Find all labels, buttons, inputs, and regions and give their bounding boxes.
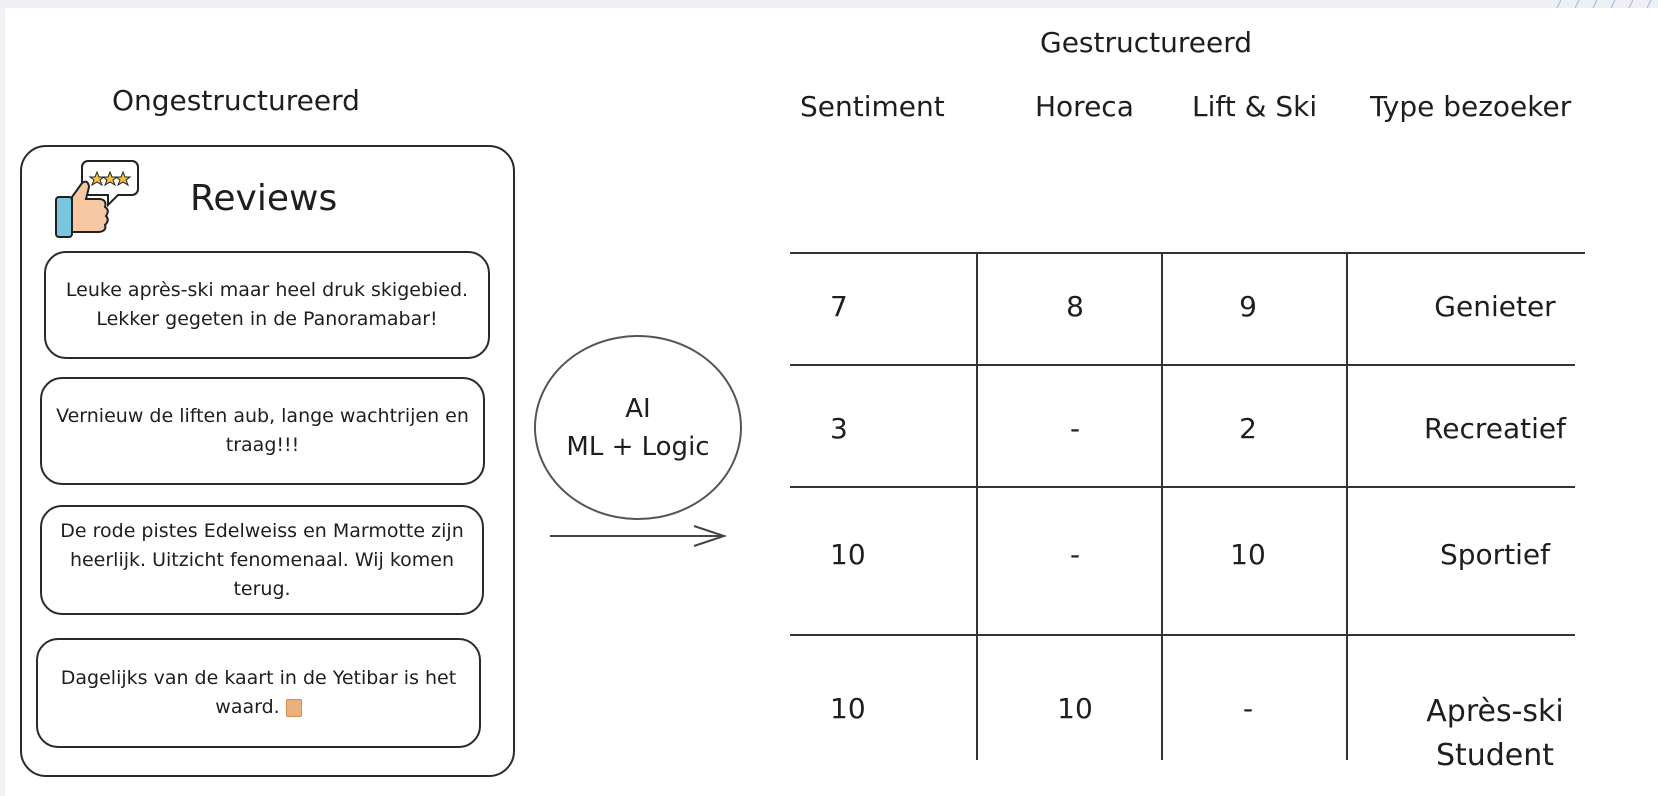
top-bar: [0, 0, 1658, 8]
hatch-decoration: [1556, 0, 1652, 8]
table-cell: 7: [830, 290, 848, 323]
table-cell: 10: [830, 692, 866, 725]
review-card: Leuke après-ski maar heel druk skigebied…: [44, 251, 490, 359]
review-card: Dagelijks van de kaart in de Yetibar is …: [36, 638, 481, 748]
table-cell: Après-ski Student: [1426, 694, 1564, 773]
table-cell: 9: [1239, 290, 1257, 323]
table-cell: Sportief: [1439, 538, 1551, 571]
table-cell: -: [1069, 412, 1081, 445]
table-cell: -: [1069, 538, 1081, 571]
review-text: Dagelijks van de kaart in de Yetibar is …: [60, 667, 457, 718]
review-card: De rode pistes Edelweiss en Marmotte zij…: [40, 505, 484, 615]
reviews-heading: Reviews: [190, 178, 338, 219]
table-cell: Recreatief: [1424, 412, 1566, 445]
ai-process-circle: AI ML + Logic: [534, 335, 742, 520]
table-cell: 10: [830, 538, 866, 571]
thumbs-up-icon: [55, 160, 139, 238]
col-header-sentiment: Sentiment: [800, 90, 945, 123]
unstructured-title: Ongestructureerd: [112, 84, 360, 117]
table-cell: -: [1242, 692, 1254, 725]
col-header-visitor-type: Type bezoeker: [1370, 90, 1572, 123]
table-grid: [790, 252, 1585, 760]
table-cell: 10: [1230, 538, 1266, 571]
review-text: De rode pistes Edelweiss en Marmotte zij…: [60, 519, 464, 600]
ml-logic-label: ML + Logic: [566, 431, 710, 462]
beer-emoji-icon: [285, 698, 302, 717]
table-cell: Genieter: [1434, 290, 1556, 323]
col-header-lift-ski: Lift & Ski: [1192, 90, 1318, 123]
review-text: Vernieuw de liften aub, lange wachtrijen…: [56, 405, 469, 456]
table-cell: 8: [1066, 290, 1084, 323]
star-speech-bubble-icon: [81, 160, 139, 208]
reviews-panel: [20, 145, 515, 777]
structured-title: Gestructureerd: [1040, 26, 1253, 59]
table-cell: 2: [1239, 412, 1257, 445]
arrow-right-icon: [550, 525, 728, 547]
review-card: Vernieuw de liften aub, lange wachtrijen…: [40, 377, 485, 485]
review-text: Leuke après-ski maar heel druk skigebied…: [65, 279, 469, 330]
table-cell: 3: [830, 412, 848, 445]
left-bar: [0, 8, 5, 796]
col-header-horeca: Horeca: [1035, 90, 1134, 123]
ai-label: AI: [625, 393, 651, 424]
table-cell: 10: [1057, 692, 1093, 725]
